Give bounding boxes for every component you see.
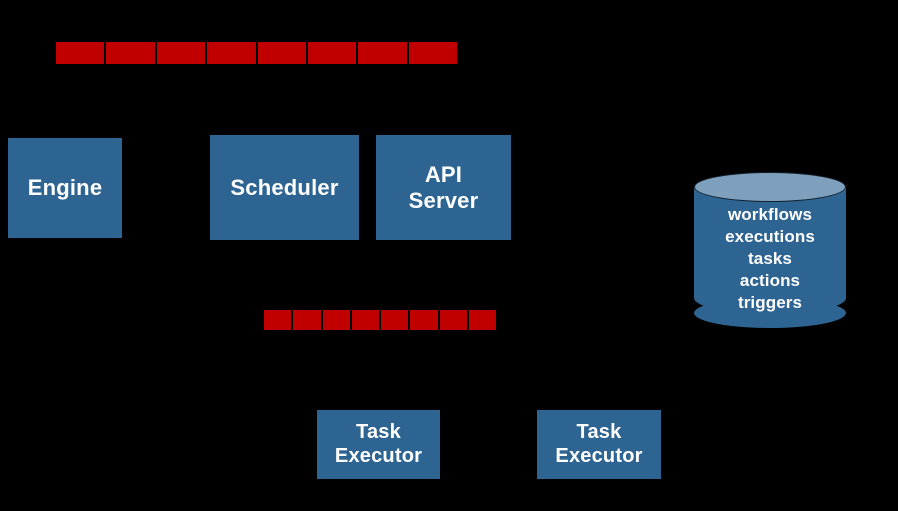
lower-red-bar bbox=[264, 310, 496, 330]
component-label-task-executor-2: Task Executor bbox=[555, 420, 643, 467]
red-bar-segment bbox=[358, 42, 407, 64]
red-bar-segment bbox=[156, 42, 206, 64]
red-bar-segment bbox=[307, 42, 357, 64]
red-bar-segment bbox=[439, 310, 467, 330]
database-table-name: workflows bbox=[727, 205, 813, 224]
component-label-scheduler: Scheduler bbox=[230, 174, 339, 200]
component-label-engine: Engine bbox=[27, 175, 103, 201]
component-box-api-server: API Server bbox=[376, 135, 511, 240]
database-table-name: actions bbox=[739, 271, 801, 290]
red-bar-segment bbox=[381, 310, 409, 330]
database-table-list: workflows executions tasks actions trigg… bbox=[694, 204, 846, 314]
component-label-api-server: API Server bbox=[408, 161, 479, 213]
red-bar-segment bbox=[257, 42, 306, 64]
database-table-name: triggers bbox=[737, 293, 803, 312]
database-cylinder-top-cap bbox=[694, 172, 846, 202]
top-red-bar bbox=[56, 42, 457, 64]
red-bar-segment bbox=[106, 42, 155, 64]
red-bar-segment bbox=[468, 310, 496, 330]
component-box-task-executor-2: Task Executor bbox=[537, 410, 661, 479]
red-bar-segment bbox=[410, 310, 438, 330]
red-bar-segment bbox=[293, 310, 321, 330]
database-cylinder: workflows executions tasks actions trigg… bbox=[694, 172, 846, 328]
red-bar-segment bbox=[351, 310, 379, 330]
database-table-name: executions bbox=[725, 227, 815, 246]
component-box-task-executor-1: Task Executor bbox=[317, 410, 440, 479]
database-cylinder-body bbox=[694, 186, 846, 314]
red-bar-segment bbox=[207, 42, 256, 64]
component-box-scheduler: Scheduler bbox=[210, 135, 359, 240]
database-table-name: tasks bbox=[748, 249, 792, 268]
red-bar-segment bbox=[322, 310, 350, 330]
red-bar-segment bbox=[408, 42, 457, 64]
component-label-task-executor-1: Task Executor bbox=[334, 420, 423, 467]
red-bar-segment bbox=[264, 310, 292, 330]
red-bar-segment bbox=[56, 42, 105, 64]
component-box-engine: Engine bbox=[8, 138, 122, 238]
database-cylinder-bottom-cap bbox=[694, 298, 846, 328]
